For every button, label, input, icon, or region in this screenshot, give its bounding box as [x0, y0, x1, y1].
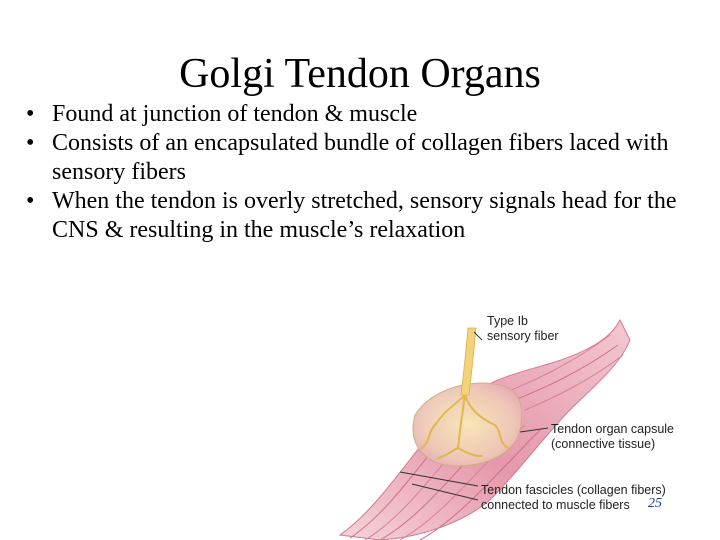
- label-line: connected to muscle fibers: [481, 498, 630, 512]
- bullet-list: • Found at junction of tendon & muscle •…: [26, 100, 696, 245]
- label-line: Type Ib: [487, 314, 528, 328]
- label-line: sensory fiber: [487, 329, 559, 343]
- leader-lines: [399, 331, 549, 501]
- bullet-item: • When the tendon is overly stretched, s…: [26, 187, 696, 245]
- nerve-sheath: [460, 327, 477, 396]
- bullet-item: • Found at junction of tendon & muscle: [26, 100, 696, 129]
- bullet-dot-icon: •: [26, 130, 35, 156]
- slide-title: Golgi Tendon Organs: [179, 51, 541, 98]
- bullet-text: When the tendon is overly stretched, sen…: [52, 188, 677, 243]
- label-type-ib-sensory-fiber: Type Ib sensory fiber: [487, 314, 559, 344]
- illustration-graphic: [338, 318, 631, 540]
- label-line: (connective tissue): [551, 437, 656, 451]
- label-tendon-organ-capsule: Tendon organ capsule (connective tissue): [551, 422, 674, 452]
- bullet-dot-icon: •: [26, 188, 35, 214]
- page-number: 25: [648, 496, 662, 511]
- bullet-dot-icon: •: [26, 101, 35, 127]
- label-line: Tendon organ capsule: [551, 422, 675, 436]
- golgi-tendon-organ-illustration: Type Ib sensory fiber Tendon organ capsu…: [320, 300, 720, 540]
- label-tendon-fascicles: Tendon fascicles (collagen fibers) conne…: [481, 483, 666, 513]
- bullet-text: Consists of an encapsulated bundle of co…: [52, 130, 669, 185]
- bullet-text: Found at junction of tendon & muscle: [52, 101, 418, 127]
- bullet-item: • Consists of an encapsulated bundle of …: [26, 129, 696, 187]
- label-line: Tendon fascicles (collagen fibers): [481, 483, 666, 497]
